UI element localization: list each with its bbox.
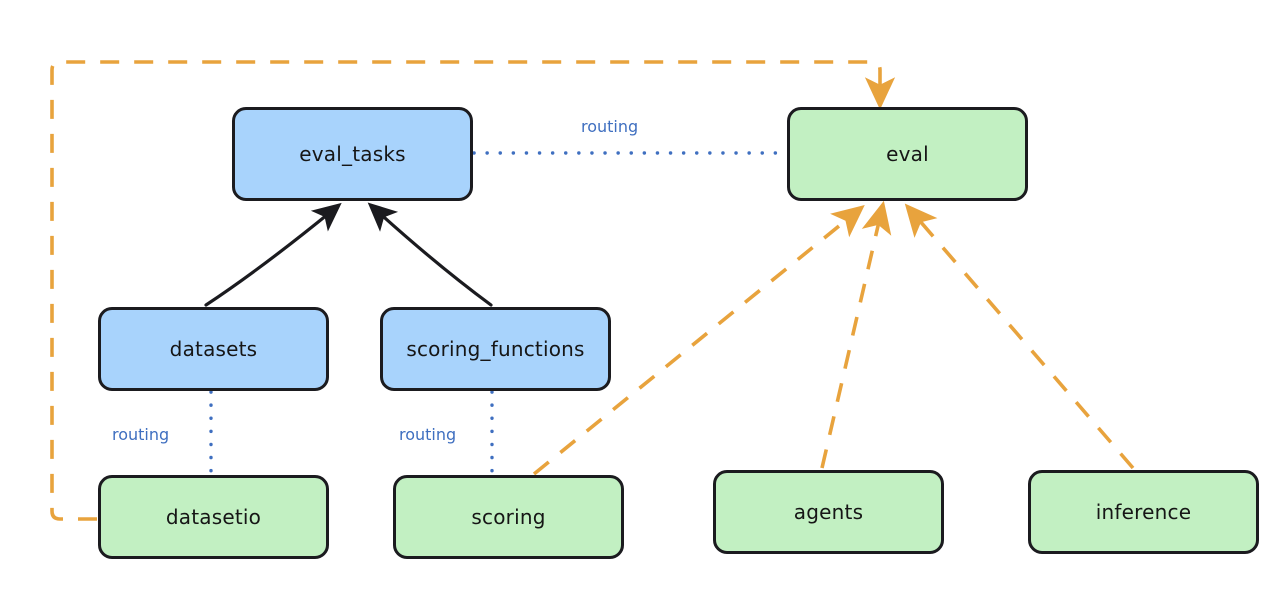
edge-datasetio-to-eval [50, 60, 896, 521]
node-eval[interactable]: eval [787, 107, 1028, 201]
node-label: datasets [169, 336, 258, 361]
edge-datasets-to-eval_tasks [204, 202, 342, 307]
node-eval-tasks[interactable]: eval_tasks [232, 107, 473, 201]
node-scoring-functions[interactable]: scoring_functions [380, 307, 611, 391]
node-label: eval [886, 141, 929, 166]
node-datasets[interactable]: datasets [98, 307, 329, 391]
node-scoring[interactable]: scoring [393, 475, 624, 559]
node-label: datasetio [165, 504, 262, 529]
edge-scoring_functions-to-eval_tasks [367, 202, 493, 307]
node-datasetio[interactable]: datasetio [98, 475, 329, 559]
node-label: inference [1095, 499, 1192, 524]
node-agents[interactable]: agents [713, 470, 944, 554]
edge-label-routing-scoring: routing [399, 425, 457, 444]
node-label: eval_tasks [299, 141, 406, 166]
node-inference[interactable]: inference [1028, 470, 1259, 554]
node-label: scoring_functions [406, 336, 585, 361]
node-label: agents [793, 499, 864, 524]
edge-label-routing-eval: routing [581, 117, 639, 136]
edge-agents-to-eval [820, 200, 892, 469]
node-label: scoring [471, 504, 546, 529]
edge-label-routing-datasets: routing [112, 425, 170, 444]
edge-inference-to-eval [904, 203, 1135, 470]
edge-scoring-to-eval [532, 205, 865, 476]
